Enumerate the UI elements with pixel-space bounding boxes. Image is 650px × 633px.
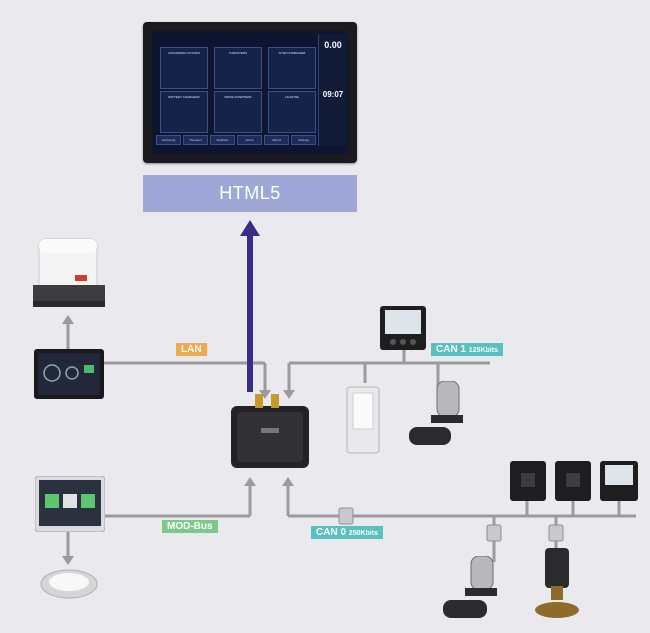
arrow-mcu (62, 315, 74, 324)
screen-time: 09:07 (322, 90, 344, 99)
can0-label: CAN 0 250Kbits (311, 526, 383, 539)
control-box-image (33, 238, 105, 307)
battery-charger (346, 386, 380, 454)
tile-battery: BATTERY CHARGERS (160, 91, 208, 133)
tile-lighting: LIGHTING (268, 91, 316, 133)
arrow-modbus (244, 477, 256, 486)
can0-thruster (535, 548, 579, 618)
modbus-label: MOD-Bus (162, 520, 218, 533)
lan-touch-panel (34, 349, 104, 399)
screen-sidebar: 0.00 09:07 (318, 34, 347, 146)
can1-display (380, 306, 426, 350)
modbus-panel (35, 476, 105, 532)
can0-panel-1 (510, 461, 546, 501)
can0-tee-3 (548, 524, 564, 542)
can0-panel-2 (555, 461, 591, 501)
arrow-can1 (283, 390, 295, 399)
monitor-screen: ANCHORING SYSTEM THRUSTERS GYRO STABILIZ… (152, 31, 348, 154)
html5-banner: HTML5 (143, 175, 357, 212)
tile-gyro: GYRO STABILIZER (268, 47, 316, 89)
can0-tee-2 (486, 524, 502, 542)
html5-arrowhead (240, 220, 260, 236)
can0-windlass (443, 556, 497, 618)
tile-thrusters: THRUSTERS (214, 47, 262, 89)
can0-tee-1 (338, 507, 354, 525)
downlight-image (40, 569, 98, 599)
tile-inverters: DRIVE INVERTERS (214, 91, 262, 133)
can0-panel-3 (600, 461, 638, 501)
html5-label: HTML5 (219, 183, 281, 203)
can1-windlass (409, 381, 463, 445)
gateway-module (231, 394, 309, 468)
screen-footer: Anchoring Thrusters Stabilizer Home Alar… (156, 135, 316, 145)
lan-label: LAN (176, 343, 207, 356)
arrow-light (62, 556, 74, 565)
tile-anchoring: ANCHORING SYSTEM (160, 47, 208, 89)
arrow-lan (259, 390, 271, 399)
arrow-can0 (282, 477, 294, 486)
screen-readout: 0.00 (324, 40, 342, 50)
can1-label: CAN 1 125Kbits (431, 343, 503, 356)
